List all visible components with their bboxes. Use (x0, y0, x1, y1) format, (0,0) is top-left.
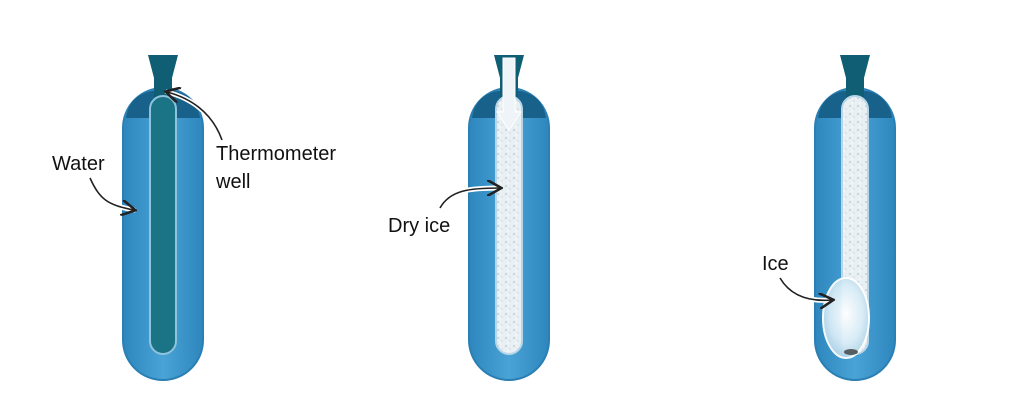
label-dry-ice: Dry ice (388, 215, 450, 237)
label-ice: Ice (762, 253, 789, 275)
arrow-thermometer-well (167, 92, 223, 141)
label-thermometer: Thermometer (216, 143, 336, 165)
arrow-water (89, 177, 134, 210)
thermometer-well-dry-ice (495, 95, 523, 355)
panel-dry-ice (468, 55, 550, 381)
ice-blob (822, 277, 870, 359)
neck (840, 55, 870, 100)
thermometer-well (149, 95, 177, 355)
arrow-dry-ice (439, 188, 500, 209)
ice-dark-spot (844, 349, 858, 355)
arrow-ice (779, 277, 832, 300)
panel-water (122, 55, 204, 381)
label-water: Water (52, 153, 105, 175)
label-well: well (215, 171, 250, 193)
down-arrow-icon (496, 57, 522, 131)
panel-ice (814, 55, 896, 381)
